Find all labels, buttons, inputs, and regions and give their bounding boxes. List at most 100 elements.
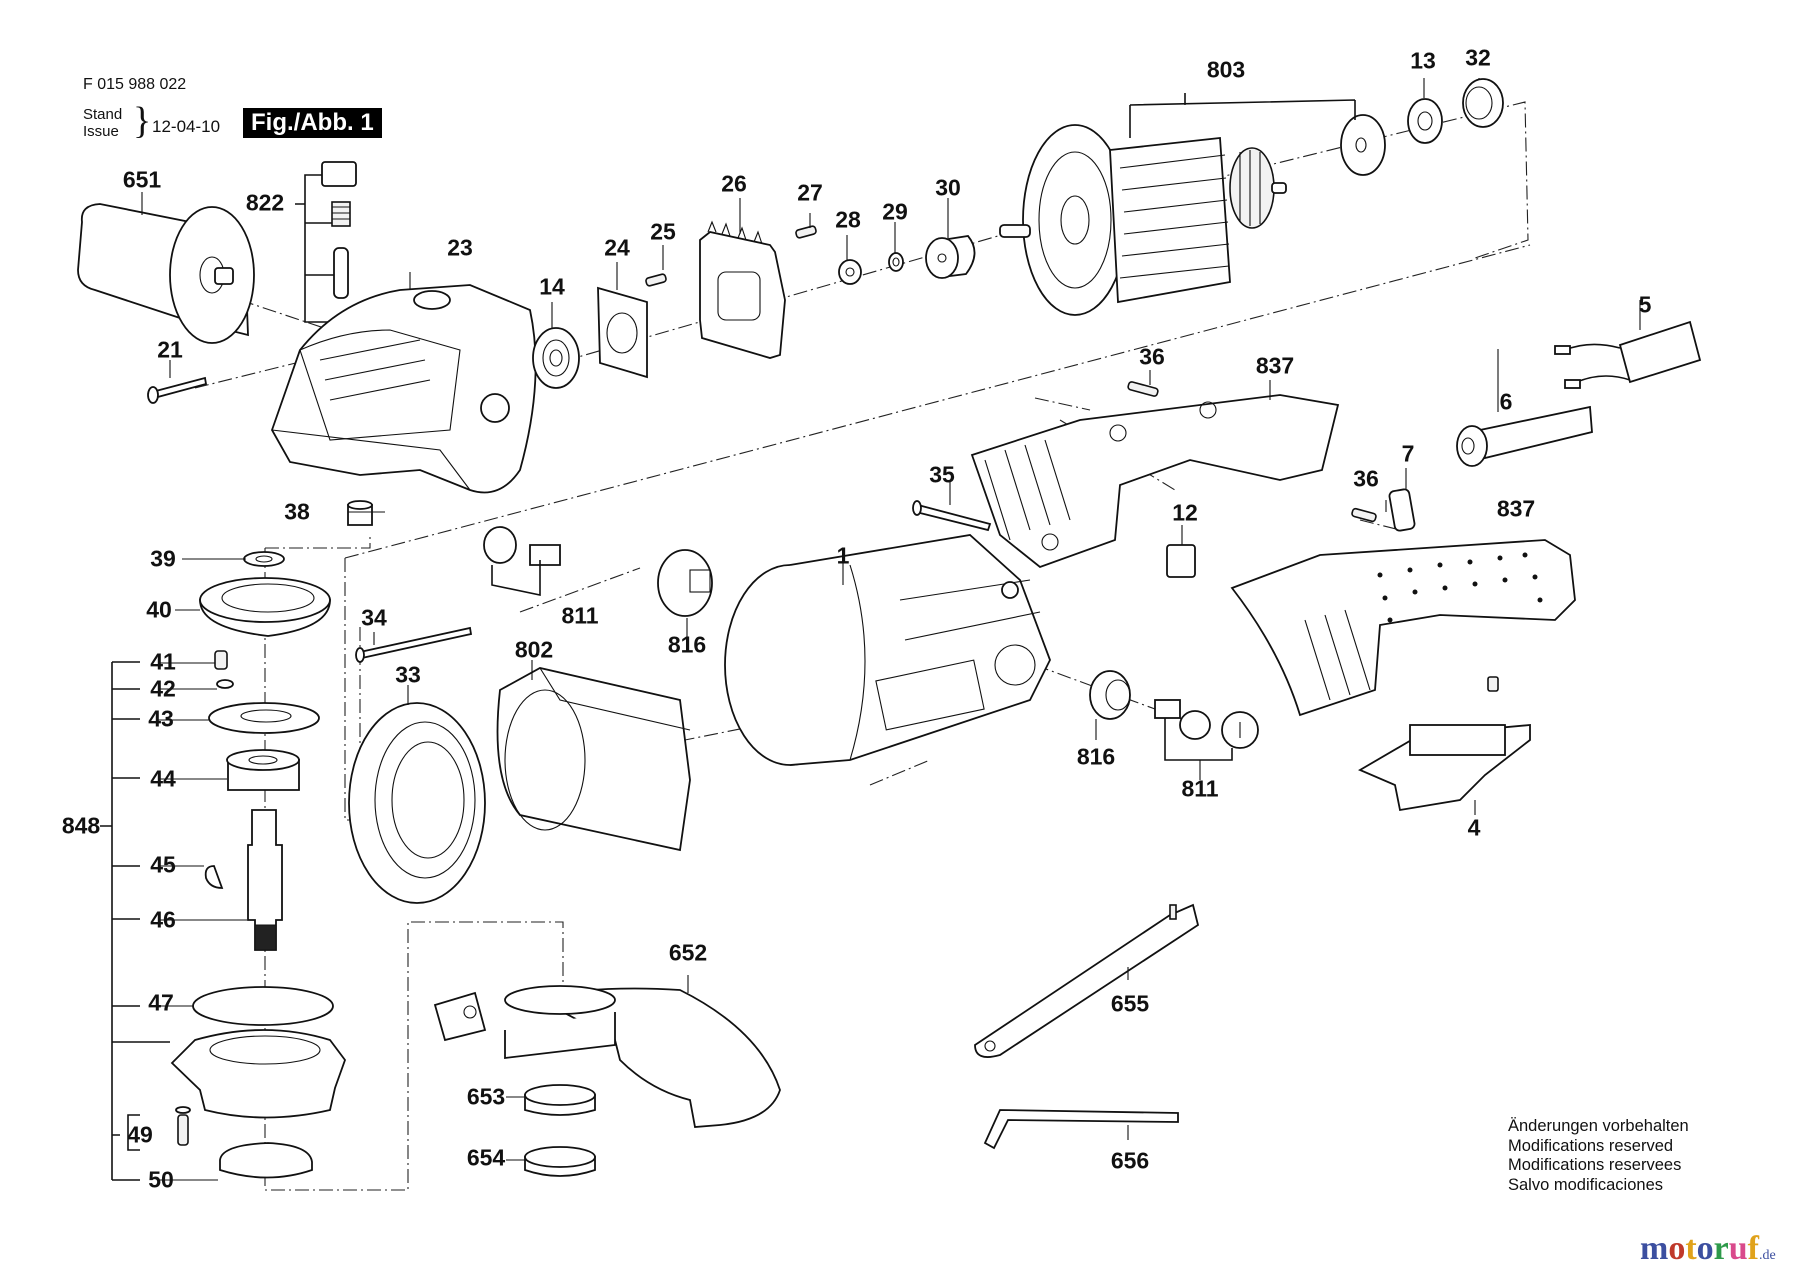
part-816-brush-holder-upper	[657, 549, 713, 617]
part-837-handle-half-lower	[1230, 539, 1576, 717]
part-848-spindle-assembly	[100, 650, 347, 1181]
issue-date: 12-04-10	[152, 117, 221, 136]
part-label-654: 654	[466, 1144, 506, 1171]
part-654-clamping-nut	[524, 1146, 596, 1177]
part-label-36-lower: 36	[1353, 465, 1379, 492]
part-40-gear-wheel	[199, 577, 331, 637]
part-label-14: 14	[539, 273, 565, 300]
part-label-28: 28	[835, 206, 861, 233]
part-822-brush-set	[295, 161, 357, 327]
part-label-816-upper: 816	[667, 631, 707, 658]
part-label-21: 21	[157, 336, 183, 363]
part-label-848: 848	[61, 812, 101, 839]
part-36-screw-upper	[1127, 381, 1159, 397]
part-label-41: 41	[150, 648, 176, 675]
part-label-802: 802	[514, 636, 554, 663]
part-label-45: 45	[150, 851, 176, 878]
part-label-34: 34	[361, 604, 387, 631]
part-label-837-lower: 837	[1496, 495, 1536, 522]
part-28-nut	[838, 259, 862, 285]
issue-label: Issue	[83, 123, 119, 140]
modification-notice: Änderungen vorbehalten Modifications res…	[1508, 1117, 1689, 1195]
part-label-837-upper: 837	[1255, 352, 1295, 379]
part-23-gear-housing	[271, 284, 537, 494]
part-30-pinion	[925, 235, 976, 279]
part-label-655: 655	[1110, 990, 1150, 1017]
brace-symbol: }	[133, 100, 152, 142]
part-656-hex-key	[983, 1109, 1179, 1150]
part-label-42: 42	[150, 675, 176, 702]
part-label-33: 33	[395, 661, 421, 688]
part-label-7: 7	[1401, 440, 1415, 467]
part-4-on-off-switch	[1358, 676, 1531, 812]
part-label-12: 12	[1172, 499, 1198, 526]
part-21-screw	[147, 376, 208, 404]
notice-line-de: Änderungen vorbehalten	[1508, 1117, 1689, 1135]
part-label-803: 803	[1206, 56, 1246, 83]
part-33-air-guide-ring	[348, 702, 486, 904]
logo-letter: r	[1713, 1230, 1729, 1267]
part-34-screw	[355, 626, 473, 663]
part-label-36-upper: 36	[1139, 343, 1165, 370]
part-label-653: 653	[466, 1083, 506, 1110]
part-label-29: 29	[882, 198, 908, 225]
logo-letter: o	[1696, 1230, 1714, 1267]
notice-line-en: Modifications reserved	[1508, 1136, 1674, 1155]
part-label-50: 50	[148, 1166, 174, 1193]
part-label-43: 43	[148, 705, 174, 732]
part-14-bearing	[532, 327, 580, 389]
watermark-logo: motoruf.de	[1640, 1232, 1776, 1266]
notice-line-es: Salvo modificaciones	[1508, 1175, 1663, 1194]
part-803-armature	[999, 114, 1386, 316]
part-label-30: 30	[935, 174, 961, 201]
part-29-washer	[888, 252, 904, 272]
logo-letter: m	[1640, 1230, 1669, 1267]
part-837-handle-half-upper	[970, 394, 1340, 569]
logo-letter: f	[1747, 1230, 1759, 1267]
logo-tld: .de	[1759, 1248, 1776, 1263]
part-802-field-coil	[496, 667, 691, 852]
part-811-brush-holder-set-lower	[1154, 699, 1259, 761]
part-label-4: 4	[1467, 814, 1481, 841]
part-label-822: 822	[245, 189, 285, 216]
part-27-screw	[795, 225, 817, 239]
part-35-screw	[912, 500, 992, 532]
part-38-sleeve	[347, 500, 373, 526]
part-32-sleeve	[1462, 78, 1504, 128]
part-label-24: 24	[604, 234, 630, 261]
part-652-protective-guard	[433, 985, 781, 1128]
part-label-47: 47	[148, 989, 174, 1016]
leader-lines	[141, 78, 1641, 1181]
logo-letter: t	[1685, 1230, 1697, 1267]
part-label-32: 32	[1465, 44, 1491, 71]
part-label-27: 27	[797, 179, 823, 206]
part-26-bearing-plate	[699, 220, 786, 359]
part-5-power-cord	[1554, 320, 1702, 389]
part-811-brush-holder-set-upper	[483, 526, 561, 596]
document-number: F 015 988 022	[83, 76, 187, 93]
part-25-screw	[645, 273, 667, 287]
part-label-26: 26	[721, 170, 747, 197]
part-816-brush-holder-lower	[1089, 670, 1131, 720]
part-label-39: 39	[150, 545, 176, 572]
stand-issue-label: Stand Issue	[83, 106, 122, 140]
notice-line-fr: Modifications reservees	[1508, 1156, 1682, 1174]
part-label-816-lower: 816	[1076, 743, 1116, 770]
part-label-38: 38	[284, 498, 310, 525]
stand-label: Stand	[83, 106, 123, 123]
part-label-656: 656	[1110, 1147, 1150, 1174]
part-label-5: 5	[1638, 291, 1652, 318]
part-label-6: 6	[1499, 388, 1513, 415]
part-label-40: 40	[146, 596, 172, 623]
logo-letter: u	[1728, 1230, 1748, 1267]
part-label-811-upper: 811	[561, 602, 599, 629]
part-label-13: 13	[1410, 47, 1436, 74]
figure-label: Fig./Abb. 1	[243, 108, 382, 138]
part-6-cord-sleeve	[1456, 405, 1593, 467]
part-655-two-pin-spanner	[974, 903, 1200, 1058]
part-12-carbon-brush	[1166, 544, 1196, 578]
part-label-652: 652	[668, 939, 708, 966]
part-label-651: 651	[122, 166, 162, 193]
part-651-auxiliary-handle	[77, 203, 255, 344]
part-13-bearing	[1407, 98, 1443, 144]
